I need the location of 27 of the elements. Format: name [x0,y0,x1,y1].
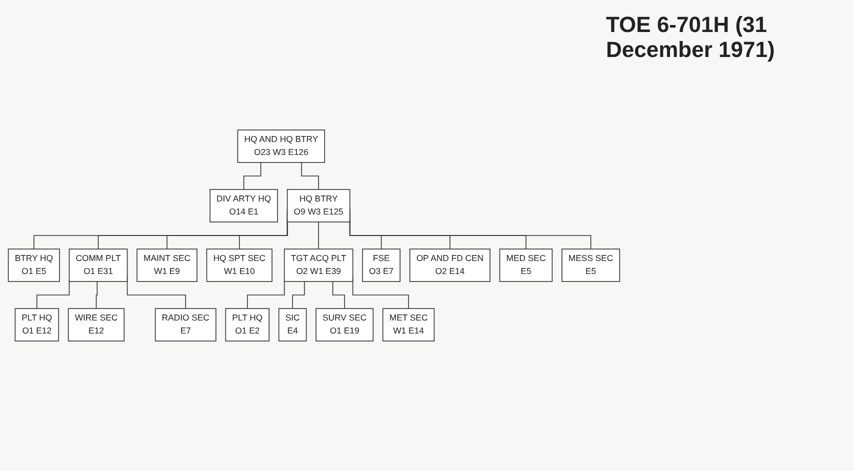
node-box: BTRY HQ O1 E5 [8,248,60,282]
connector [247,279,285,309]
node-box: TGT ACQ PLT O2 W1 E39 [284,248,354,282]
node-box: PLT HQ O1 E2 [225,308,270,342]
connector [292,281,305,309]
node-box: COMM PLT O1 E31 [68,248,128,282]
node-box: RADIO SEC E7 [154,308,216,342]
node-box: OP AND FD CEN O2 E14 [409,248,490,282]
connector [332,281,345,309]
node-box: PLT HQ O1 E12 [14,308,60,342]
connector [318,222,319,250]
node-box: FSE O3 E7 [362,248,400,282]
node-box: SURV SEC O1 E19 [316,308,374,342]
chart-title: TOE 6-701H (31 December 1971) [606,12,776,63]
node-box: HQ BTRY O9 W3 E125 [286,189,350,222]
node-box: MAINT SEC W1 E9 [136,248,198,282]
node-box: HQ SPT SEC W1 E10 [206,248,272,282]
node-box: MET SEC W1 E14 [382,308,435,342]
connector [301,162,319,190]
node-box: SIC E4 [278,308,307,342]
connector [243,162,262,190]
connector [96,281,98,309]
node-box: DIV ARTY HQ O14 E1 [210,189,278,222]
node-box: MED SEC E5 [499,248,553,282]
node-box: MESS SEC E5 [562,248,620,282]
node-box: WIRE SEC E12 [68,308,125,342]
node-box: HQ AND HQ BTRY O23 W3 E126 [237,130,326,163]
